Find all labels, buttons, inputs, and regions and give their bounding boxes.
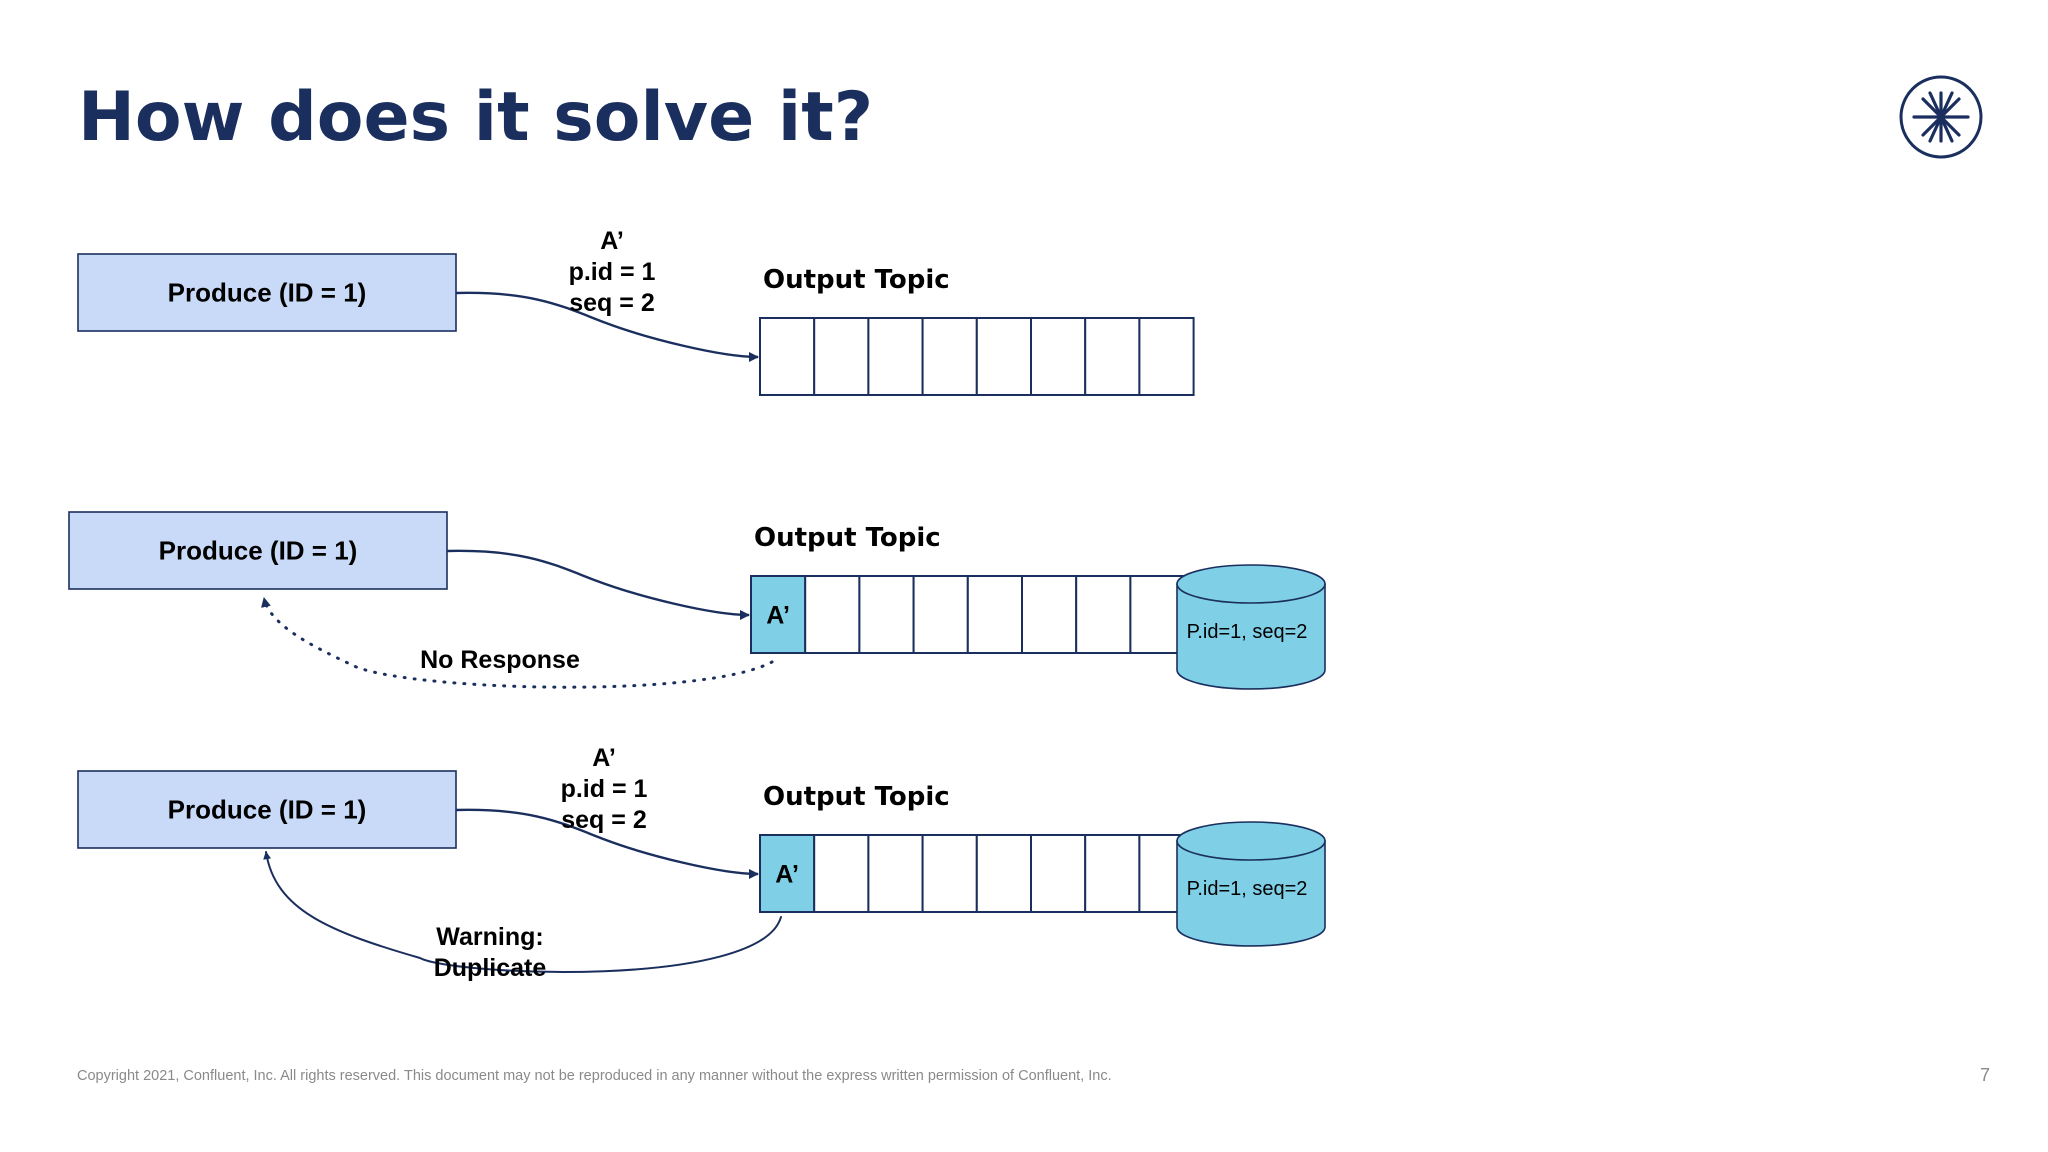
sequence-store-label: P.id=1, seq=2 [1187, 621, 1308, 643]
producer-box: Produce (ID = 1) [68, 511, 448, 590]
producer-box: Produce (ID = 1) [77, 770, 457, 849]
topic-cell [804, 575, 861, 654]
topic-cell-message: A’ [766, 602, 790, 630]
topic-cell [1030, 317, 1087, 396]
response-label-line: No Response [420, 646, 580, 674]
scenario-1: Produce (ID = 1) Output Topic A’ p.id = 1 se… [77, 227, 1195, 396]
output-topic-partition: A’ [750, 575, 1186, 654]
message-label: A’ p.id = 1 seq = 2 [561, 744, 648, 834]
topic-cell [1021, 575, 1078, 654]
sequence-store-cylinder: P.id=1, seq=2 [1176, 821, 1326, 947]
no-response-path [261, 596, 774, 689]
response-label-line: Warning: [436, 923, 543, 951]
message-label-line: p.id = 1 [569, 258, 656, 286]
message-label-line: A’ [592, 744, 616, 772]
producer-label: Produce (ID = 1) [159, 536, 358, 566]
topic-cell [813, 317, 870, 396]
sequence-store-cylinder: P.id=1, seq=2 [1176, 564, 1326, 690]
response-label-line: Duplicate [434, 954, 547, 982]
send-arrow [455, 291, 759, 362]
topic-cell [921, 834, 978, 913]
copyright-text: Copyright 2021, Confluent, Inc. All righ… [77, 1068, 1112, 1084]
send-arrow [455, 808, 759, 879]
response-label: Warning: Duplicate [434, 923, 547, 982]
topic-cell [867, 317, 924, 396]
topic-cell-message: A’ [775, 861, 799, 889]
page-title: How does it solve it? [78, 78, 873, 157]
topic-cell [1075, 575, 1132, 654]
message-label-line: seq = 2 [569, 289, 654, 317]
topic-cell [1138, 317, 1195, 396]
message-label-line: seq = 2 [561, 806, 646, 834]
message-label-line: A’ [600, 227, 624, 255]
producer-label: Produce (ID = 1) [168, 278, 367, 308]
message-label-line: p.id = 1 [561, 775, 648, 803]
topic-cell [1030, 834, 1087, 913]
topic-cell [921, 317, 978, 396]
page-number: 7 [1980, 1065, 1990, 1085]
topic-cell [813, 834, 870, 913]
output-topic-label: Output Topic [754, 523, 941, 553]
topic-cell [1084, 834, 1141, 913]
topic-cell [1084, 317, 1141, 396]
topic-cell [975, 834, 1032, 913]
topic-cell [867, 834, 924, 913]
topic-cell [966, 575, 1023, 654]
warning-response-path [263, 851, 782, 973]
response-label: No Response [420, 646, 580, 674]
output-topic-partition [759, 317, 1195, 396]
output-topic-label: Output Topic [763, 782, 950, 812]
topic-cell [759, 317, 816, 396]
confluent-logo-icon [1899, 75, 1983, 159]
producer-box: Produce (ID = 1) [77, 253, 457, 332]
output-topic-label: Output Topic [763, 265, 950, 295]
output-topic-partition: A’ [759, 834, 1195, 913]
topic-cell [912, 575, 969, 654]
message-label: A’ p.id = 1 seq = 2 [569, 227, 656, 317]
send-arrow [446, 549, 750, 620]
sequence-store-label: P.id=1, seq=2 [1187, 878, 1308, 900]
topic-cell [858, 575, 915, 654]
producer-label: Produce (ID = 1) [168, 795, 367, 825]
topic-cell [975, 317, 1032, 396]
topic-cell: A’ [750, 575, 807, 654]
topic-cell: A’ [759, 834, 816, 913]
